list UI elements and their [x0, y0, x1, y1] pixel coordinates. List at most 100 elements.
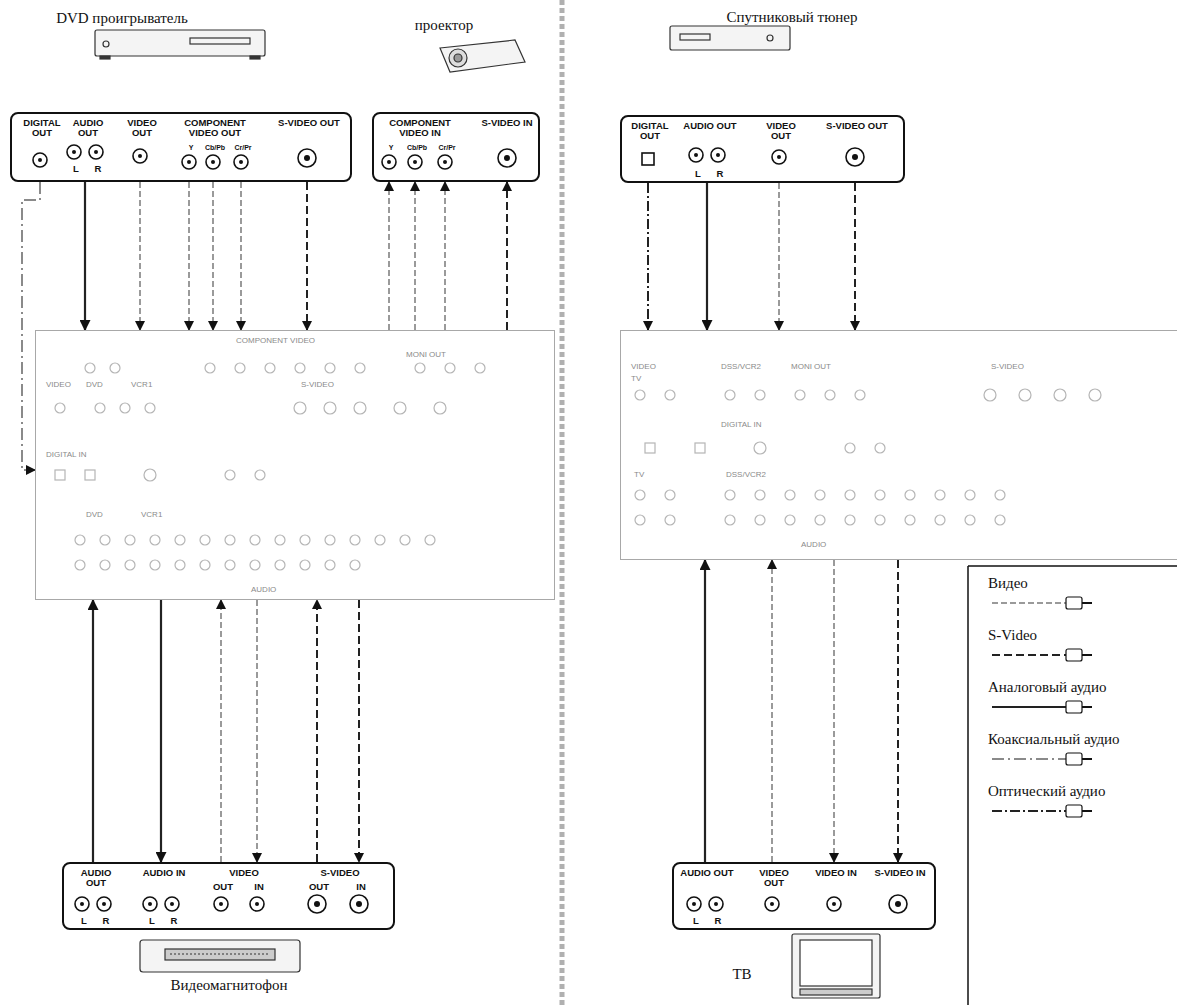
legend-sample-line	[992, 758, 1066, 760]
projector-drawing	[440, 40, 525, 72]
receiver-jacks	[144, 469, 156, 481]
jack-label: AUDIO OUT	[680, 868, 734, 878]
receiver-jacks	[275, 535, 285, 545]
receiver-jacks	[645, 443, 655, 453]
jack-centers	[255, 902, 259, 906]
receiver-label: DIGITAL IN	[721, 421, 761, 430]
plug-symbol	[1066, 649, 1082, 661]
receiver-label: DSS/VCR2	[721, 363, 761, 372]
jack-label: DIGITAL OUT	[628, 121, 672, 142]
jack-centers	[694, 153, 698, 157]
jack-symbols	[234, 155, 248, 169]
video-cable	[771, 560, 773, 862]
jack-centers	[716, 153, 720, 157]
device-heading: ТВ	[722, 966, 762, 983]
receiver-jacks	[110, 363, 120, 373]
receiver-label: MONI OUT	[791, 363, 831, 372]
receiver-label: AUDIO	[251, 586, 276, 595]
jack-centers	[895, 901, 901, 907]
receiver-jacks	[845, 490, 855, 500]
jack-symbols	[298, 149, 316, 167]
plug-symbol	[1066, 753, 1082, 765]
legend-text: Оптический аудио	[988, 782, 1170, 800]
receiver-jacks	[175, 560, 185, 570]
receiver-jacks	[795, 390, 805, 400]
receiver-jacks	[635, 515, 645, 525]
receiver-label: AUDIO	[801, 541, 826, 550]
plug-symbol	[1082, 758, 1092, 760]
legend-sample	[988, 592, 1098, 614]
jack-sublabel: Cb/Pb	[202, 144, 228, 152]
legend-text: Аналоговый аудио	[988, 678, 1170, 696]
receiver-jacks	[965, 515, 975, 525]
receiver-jacks	[250, 560, 260, 570]
jack-label: L	[70, 164, 82, 174]
jack-symbols	[711, 148, 725, 162]
jack-symbols	[438, 155, 452, 169]
receiver-jacks	[475, 363, 485, 373]
vcr-drawing	[140, 940, 300, 972]
receiver-label: DVD	[86, 511, 103, 520]
jack-label: L	[692, 169, 704, 179]
receiver-rear-panel: COMPONENT VIDEOMONI OUTVIDEODVDVCR1S-VID…	[35, 330, 555, 600]
jack-sublabel: Y	[184, 144, 198, 152]
legend-frame	[968, 566, 1177, 1005]
tv-drawing	[800, 989, 872, 995]
jack-centers	[38, 150, 901, 907]
jack-symbols	[250, 897, 264, 911]
receiver-jacks	[120, 403, 130, 413]
jack-symbols	[143, 897, 157, 911]
jack-symbols	[689, 148, 703, 162]
dvd-player-drawing	[250, 56, 260, 59]
receiver-jacks	[150, 560, 160, 570]
receiver-jacks	[984, 389, 996, 401]
receiver-jacks	[294, 402, 306, 414]
receiver-jacks	[355, 363, 365, 373]
receiver-label: DVD	[86, 381, 103, 390]
receiver-jacks	[845, 515, 855, 525]
jack-centers	[314, 901, 320, 907]
receiver-jacks	[875, 443, 885, 453]
dvd-player-drawing	[95, 30, 265, 56]
receiver-label: VIDEO	[631, 363, 656, 372]
projector-drawing	[440, 40, 525, 72]
receiver-jacks	[845, 443, 855, 453]
dvd-player-drawing	[100, 56, 110, 59]
jack-label: S-VIDEO	[300, 868, 380, 878]
legend-sample-line	[992, 810, 1066, 812]
receiver-jacks	[425, 535, 435, 545]
receiver-jacks	[250, 535, 260, 545]
jack-label: S-VIDEO OUT	[274, 118, 344, 128]
audio-cable	[84, 182, 86, 330]
receiver-jacks	[375, 535, 385, 545]
jack-label: VIDEO OUT	[752, 868, 796, 889]
plug-symbol	[1082, 654, 1092, 656]
dvd-jack-panel: DVD проигрывательDIGITAL OUTAUDIO OUTLRV…	[10, 112, 352, 182]
jack-label: R	[712, 916, 724, 926]
satellite-tuner-drawing	[670, 26, 790, 50]
jack-symbols	[75, 897, 89, 911]
jack-centers	[304, 155, 310, 161]
vcr-drawing	[165, 949, 275, 960]
audio-cable	[160, 600, 162, 862]
jack-symbols	[350, 895, 368, 913]
jack-label: L	[690, 916, 702, 926]
receiver-jacks	[665, 515, 675, 525]
jack-centers	[692, 902, 696, 906]
jack-label: IN	[246, 882, 272, 892]
jack-centers	[38, 158, 42, 162]
legend-frame	[968, 565, 1177, 567]
vcr-drawing	[170, 953, 270, 954]
device-heading: Спутниковый тюнер	[702, 9, 882, 26]
legend-sample-line	[992, 602, 1066, 604]
coax-cable	[22, 182, 40, 470]
legend-text: S-Video	[988, 626, 1170, 644]
jack-centers	[770, 902, 774, 906]
plug-symbol	[1066, 701, 1082, 713]
receiver-jacks	[295, 363, 305, 373]
receiver-jacks	[55, 403, 65, 413]
jack-symbols	[206, 155, 220, 169]
audio-cable	[704, 560, 706, 862]
jack-symbols	[97, 897, 111, 911]
